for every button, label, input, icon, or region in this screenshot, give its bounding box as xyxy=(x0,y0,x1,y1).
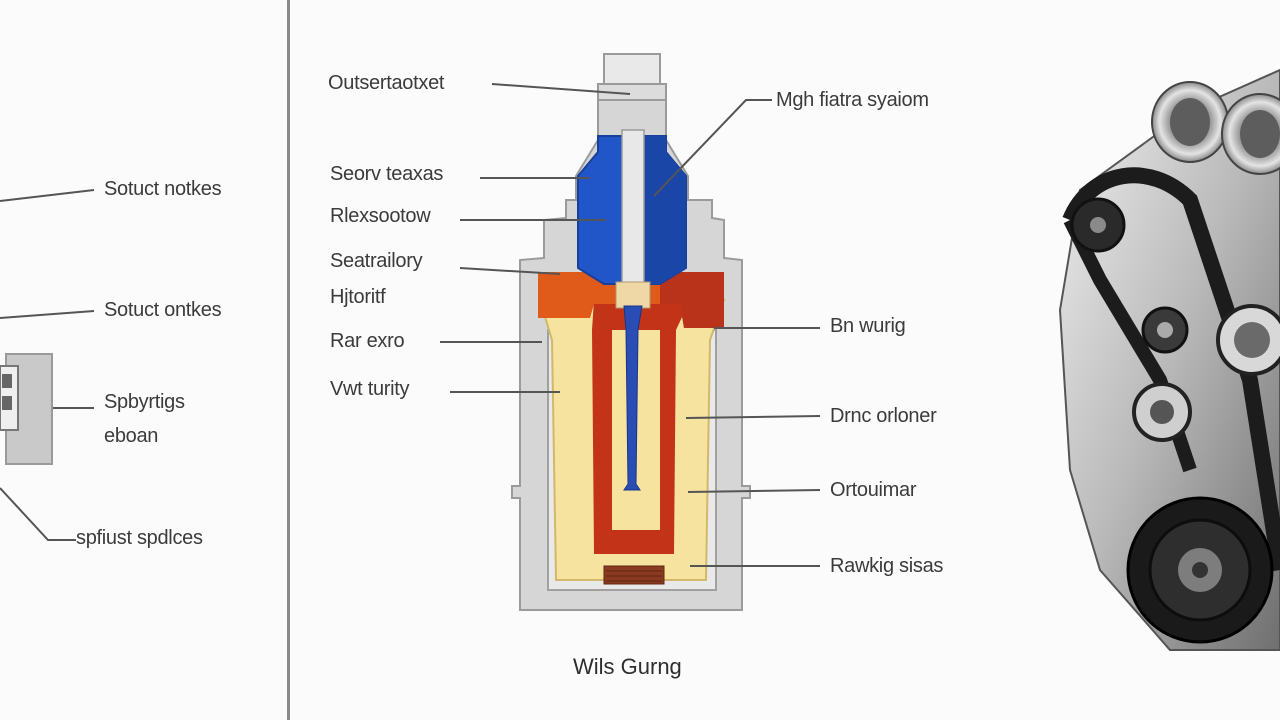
label-vwt-turity: Vwt turity xyxy=(330,378,410,400)
terminal-cap xyxy=(603,53,661,85)
diagram-caption: Wils Gurng xyxy=(573,654,682,679)
left-label-5: spfiust spdlces xyxy=(76,527,203,549)
label-outsertaotxet: Outsertaotxet xyxy=(328,72,445,94)
blue-electrode xyxy=(623,305,643,491)
label-drnc-orloner: Drnc orloner xyxy=(830,405,937,427)
label-hjtoritf: Hjtoritf xyxy=(330,286,386,308)
left-label-1: Sotuct notkes xyxy=(104,178,222,200)
left-label-3: Spbyrtigs xyxy=(104,391,185,413)
left-label-2: Sotuct ontkes xyxy=(104,299,222,321)
label-rlexsootow: Rlexsootow xyxy=(330,205,431,227)
label-mgh-fiatra-syaiom: Mgh fiatra syaiom xyxy=(776,89,929,111)
label-rawkig-sisas: Rawkig sisas xyxy=(830,555,944,577)
label-seatrailory: Seatrailory xyxy=(330,250,423,272)
left-label-4: eboan xyxy=(104,425,159,447)
label-rar-exro: Rar exro xyxy=(330,330,405,352)
panel-divider xyxy=(287,0,290,720)
label-bn-wurig: Bn wurig xyxy=(830,315,906,337)
label-seorv-teaxas: Seorv teaxas xyxy=(330,163,444,185)
engine-photo-icon xyxy=(1058,68,1280,651)
center-rod xyxy=(621,129,645,307)
connector-block-icon xyxy=(0,353,53,465)
label-ortouimar: Ortouimar xyxy=(830,479,917,501)
